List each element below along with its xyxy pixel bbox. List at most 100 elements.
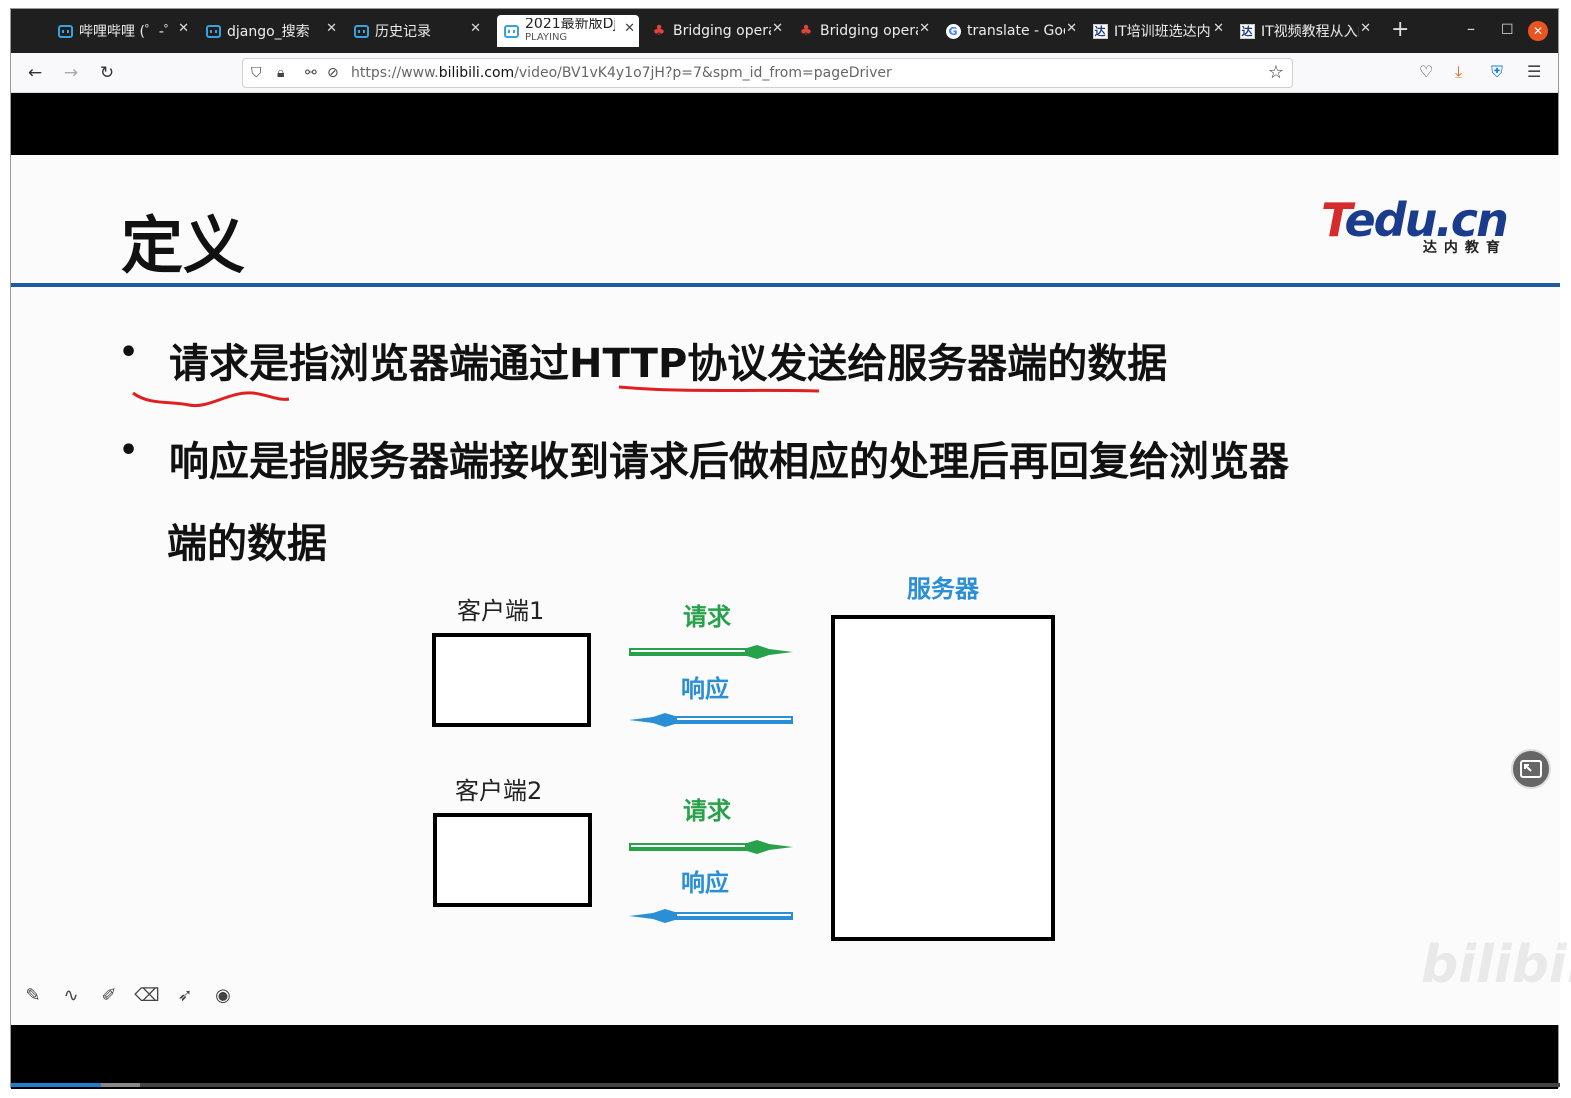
response-label-1: 响应 <box>681 675 729 703</box>
download-icon[interactable]: ⤓ <box>1455 62 1463 81</box>
extension-icon[interactable]: ⛨ <box>1491 62 1504 81</box>
new-tab-button[interactable]: + <box>1391 17 1410 42</box>
video-progress-bar[interactable] <box>11 1083 1560 1087</box>
url-bar[interactable]: ⛉ 🔒︎ ⚯ ⊘ https://www.bilibili.com/video/… <box>242 58 1293 88</box>
tab-bridging-2[interactable]: ♣ Bridging operating ✕ <box>798 15 934 47</box>
close-icon[interactable]: ✕ <box>919 21 930 36</box>
url-domain: bilibili.com <box>438 65 515 81</box>
client2-box <box>433 813 592 907</box>
bilibili-icon <box>353 23 369 39</box>
tab-title: IT视频教程从入门 <box>1261 24 1359 40</box>
bullet-request-definition: 请求是指浏览器端通过HTTP协议发送给服务器端的数据 <box>169 341 1168 387</box>
tedu-icon: 达 <box>1239 23 1255 39</box>
close-icon[interactable]: ✕ <box>326 21 337 36</box>
url-path: /video/BV1vK4y1o7jH?p=7&spm_id_from=page… <box>514 65 892 81</box>
client1-box <box>432 633 591 727</box>
close-icon[interactable]: ✕ <box>772 21 783 36</box>
tab-title: Bridging operating <box>820 23 918 39</box>
back-arrow-icon[interactable]: ← <box>27 63 43 83</box>
url-prefix: https://www. <box>351 65 439 81</box>
maximize-icon[interactable]: ☐ <box>1501 22 1514 38</box>
eraser-icon[interactable]: ⌫ <box>134 984 160 1006</box>
tab-tedu-2[interactable]: 达 IT视频教程从入门 ✕ <box>1239 15 1375 47</box>
tedu-logo: Tedu.cn 达内教育 <box>1321 193 1509 256</box>
client2-label: 客户端2 <box>455 777 543 805</box>
tab-title: 2021最新版Django <box>525 18 615 31</box>
logo-t: T <box>1321 193 1346 247</box>
bilibili-icon <box>205 23 221 39</box>
shield-icon[interactable]: ⛉ <box>251 65 262 81</box>
picture-in-picture-icon[interactable] <box>1511 749 1551 789</box>
red-annotation-underline <box>132 385 820 408</box>
autoplay-blocked-icon[interactable]: ⊘ <box>327 65 339 81</box>
bullet-dot: • <box>119 433 139 468</box>
request-arrow-1 <box>629 645 793 659</box>
bilibili-icon <box>503 23 519 39</box>
tab-django-search[interactable]: django_搜索 ✕ <box>205 15 341 47</box>
close-icon[interactable]: ✕ <box>1213 21 1224 36</box>
close-icon[interactable]: ✕ <box>1360 21 1371 36</box>
tab-bilibili-home[interactable]: 哔哩哔哩 (゜-゜)つロ 千杯 ✕ <box>57 15 193 47</box>
request-arrow-2 <box>629 840 793 854</box>
client1-label: 客户端1 <box>457 597 545 625</box>
close-icon[interactable]: ✕ <box>624 21 635 36</box>
bullet-dot: • <box>119 335 139 370</box>
tab-django-video-active[interactable]: 2021最新版Django PLAYING ✕ <box>497 15 639 47</box>
tab-title: 哔哩哔哩 (゜-゜)つロ 千杯 <box>79 24 177 40</box>
menu-icon[interactable]: ☰ <box>1527 62 1542 81</box>
tedu-icon: 达 <box>1092 23 1108 39</box>
video-player[interactable]: 定义 Tedu.cn 达内教育 • 请求是指浏览器端通过HTTP协议发送给服务器… <box>11 93 1571 1089</box>
bilibili-watermark: bilibili <box>1421 935 1571 995</box>
pointer-icon[interactable]: ➶ <box>177 984 193 1006</box>
record-icon[interactable]: ◉ <box>215 984 231 1006</box>
request-label-1: 请求 <box>683 603 731 631</box>
permissions-icon[interactable]: ⚯ <box>305 65 317 81</box>
pocket-icon[interactable]: ♡ <box>1419 62 1434 81</box>
server-box <box>831 615 1055 941</box>
tab-tedu-1[interactable]: 达 IT培训班选达内 ✕ <box>1092 15 1228 47</box>
close-icon[interactable]: ✕ <box>1066 21 1077 36</box>
tab-title: Bridging operating <box>673 23 771 39</box>
maple-leaf-icon: ♣ <box>799 23 813 39</box>
slide-title: 定义 <box>121 209 246 282</box>
tab-history[interactable]: 历史记录 ✕ <box>353 15 485 47</box>
lock-icon[interactable]: 🔒︎ <box>277 65 285 81</box>
tab-title: translate - Google <box>967 23 1065 39</box>
tab-bridging-1[interactable]: ♣ Bridging operating ✕ <box>651 15 787 47</box>
server-label: 服务器 <box>907 575 979 603</box>
reload-icon[interactable]: ↻ <box>99 63 115 83</box>
navigation-bar: ← → ↻ ⛉ 🔒︎ ⚯ ⊘ https://www.bilibili.com/… <box>11 53 1558 93</box>
lecture-slide: 定义 Tedu.cn 达内教育 • 请求是指浏览器端通过HTTP协议发送给服务器… <box>11 155 1571 1025</box>
url-text[interactable]: https://www.bilibili.com/video/BV1vK4y1o… <box>351 65 892 81</box>
title-divider <box>11 283 1560 287</box>
bookmark-star-icon[interactable]: ☆ <box>1267 62 1284 83</box>
minimize-icon[interactable]: – <box>1467 19 1475 38</box>
bullet-response-definition: 响应是指服务器端接收到请求后做相应的处理后再回复给浏览器 <box>169 439 1289 485</box>
tab-playing-status: PLAYING <box>525 32 568 43</box>
forward-arrow-icon[interactable]: → <box>63 63 79 83</box>
tab-title: django_搜索 <box>227 24 310 40</box>
response-arrow-1 <box>629 713 793 727</box>
tab-translate[interactable]: G translate - Google ✕ <box>945 15 1081 47</box>
logo-rest: edu.cn <box>1344 193 1508 247</box>
annotation-toolbar: ✎ ∿ ✐ ⌫ ➶ ◉ <box>23 984 233 1006</box>
google-icon: G <box>945 23 961 39</box>
tab-title: 历史记录 <box>375 24 431 40</box>
browser-window: 哔哩哔哩 (゜-゜)つロ 千杯 ✕ django_搜索 ✕ 历史记录 ✕ 202… <box>10 8 1571 1089</box>
highlighter-icon[interactable]: ✐ <box>101 984 117 1006</box>
tab-bar: 哔哩哔哩 (゜-゜)つロ 千杯 ✕ django_搜索 ✕ 历史记录 ✕ 202… <box>11 9 1558 53</box>
bilibili-icon <box>57 23 73 39</box>
close-icon[interactable]: ✕ <box>178 21 189 36</box>
maple-leaf-icon: ♣ <box>652 23 666 39</box>
response-label-2: 响应 <box>681 869 729 897</box>
close-icon[interactable]: ✕ <box>470 21 481 36</box>
response-arrow-2 <box>629 909 793 923</box>
progress-played <box>11 1083 101 1087</box>
tab-title: IT培训班选达内 <box>1114 24 1211 40</box>
bullet-response-continuation: 端的数据 <box>167 521 327 567</box>
logo-subtitle: 达内教育 <box>1422 240 1507 256</box>
curve-icon[interactable]: ∿ <box>63 984 79 1006</box>
close-window-icon[interactable]: ✕ <box>1528 21 1548 41</box>
request-label-2: 请求 <box>683 797 731 825</box>
pen-icon[interactable]: ✎ <box>25 984 41 1006</box>
